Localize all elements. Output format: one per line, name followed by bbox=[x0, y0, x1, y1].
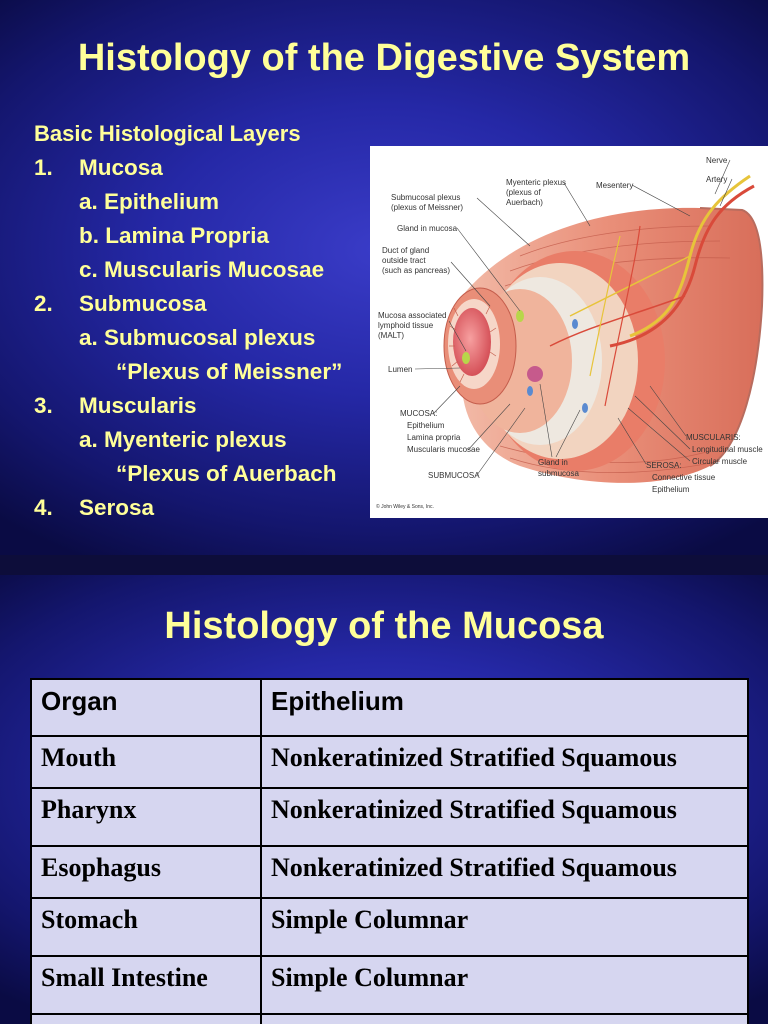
label-gland-submucosa-1: Gland in bbox=[538, 458, 568, 467]
layer-submucosa: Submucosa bbox=[79, 291, 207, 316]
label-duct-1: Duct of gland bbox=[382, 246, 429, 255]
label-duct-2: outside tract bbox=[382, 256, 426, 265]
plexus-of-meissner: “Plexus of Meissner” bbox=[116, 359, 343, 384]
label-muscularis-3: Circular muscle bbox=[692, 457, 748, 466]
label-gland-submucosa-2: submucosa bbox=[538, 469, 579, 478]
label-submucosal-1: Submucosal plexus bbox=[391, 193, 460, 202]
epithelium-cell: Nonkeratinized Stratified Squamous bbox=[260, 787, 749, 847]
epithelium-cell: Simple Columnar bbox=[260, 897, 749, 957]
epithelium-cell: Nonkeratinized Stratified Squamous bbox=[260, 845, 749, 899]
label-submucosa: SUBMUCOSA bbox=[428, 471, 480, 480]
slide-title: Histology of the Mucosa bbox=[164, 605, 604, 647]
organ-cell: Esophagus bbox=[30, 845, 262, 899]
header-epithelium: Epithelium bbox=[260, 678, 749, 737]
label-serosa-2: Connective tissue bbox=[652, 473, 716, 482]
organ-cell: Mouth bbox=[30, 735, 262, 789]
sublayer-muscularis-mucosae: c. Muscularis Mucosae bbox=[79, 257, 325, 282]
table-row: Large Intestine Simple Columnar bbox=[30, 1013, 749, 1024]
label-mucosa-3: Lamina propria bbox=[407, 433, 461, 442]
label-submucosal-2: (plexus of Meissner) bbox=[391, 203, 463, 212]
label-malt-3: (MALT) bbox=[378, 331, 404, 340]
figure-labels: Nerve Artery Mesentery Myenteric plexus … bbox=[376, 156, 763, 510]
item-number: 2. bbox=[34, 291, 53, 316]
organ-cell: Large Intestine bbox=[30, 1013, 262, 1024]
label-nerve: Nerve bbox=[706, 156, 728, 165]
label-malt-1: Mucosa associated bbox=[378, 311, 446, 320]
layer-serosa: Serosa bbox=[79, 495, 155, 520]
epithelium-cell: Simple Columnar bbox=[260, 1013, 749, 1024]
label-myenteric-3: Auerbach) bbox=[506, 198, 543, 207]
label-mucosa-4: Muscularis mucosae bbox=[407, 445, 480, 454]
layers-heading: Basic Histological Layers bbox=[34, 121, 301, 146]
label-muscularis-1: MUSCULARIS: bbox=[686, 433, 741, 442]
slide-mucosa-histology: Histology of the Mucosa Organ Epithelium… bbox=[0, 575, 768, 1024]
layer-mucosa: Mucosa bbox=[79, 155, 163, 180]
organ-cell: Pharynx bbox=[30, 787, 262, 847]
figure-copyright: © John Wiley & Sons, Inc. bbox=[376, 503, 434, 510]
item-number: 4. bbox=[34, 495, 53, 520]
plexus-of-auerbach: “Plexus of Auerbach bbox=[116, 461, 337, 486]
label-serosa-3: Epithelium bbox=[652, 485, 690, 494]
label-malt-2: lymphoid tissue bbox=[378, 321, 434, 330]
sublayer-myenteric-plexus: a. Myenteric plexus bbox=[79, 427, 287, 452]
label-artery: Artery bbox=[706, 175, 727, 184]
digestive-tract-cross-section-figure: Nerve Artery Mesentery Myenteric plexus … bbox=[370, 146, 768, 518]
table-header-row: Organ Epithelium bbox=[30, 678, 749, 737]
label-lumen: Lumen bbox=[388, 365, 412, 374]
layer-muscularis: Muscularis bbox=[79, 393, 197, 418]
label-gland-mucosa: Gland in mucosa bbox=[397, 224, 458, 233]
table-row: Esophagus Nonkeratinized Stratified Squa… bbox=[30, 845, 749, 899]
header-organ: Organ bbox=[30, 678, 262, 737]
label-mucosa-1: MUCOSA: bbox=[400, 409, 437, 418]
sublayer-epithelium: a. Epithelium bbox=[79, 189, 220, 214]
label-myenteric-1: Myenteric plexus bbox=[506, 178, 566, 187]
label-mesentery: Mesentery bbox=[596, 181, 633, 190]
organ-cell: Stomach bbox=[30, 897, 262, 957]
label-serosa-1: SEROSA: bbox=[646, 461, 682, 470]
digestive-tract-illustration: Nerve Artery Mesentery Myenteric plexus … bbox=[376, 156, 764, 510]
label-muscularis-2: Longitudinal muscle bbox=[692, 445, 763, 454]
label-mucosa-2: Epithelium bbox=[407, 421, 445, 430]
table-row: Pharynx Nonkeratinized Stratified Squamo… bbox=[30, 787, 749, 847]
table-row: Mouth Nonkeratinized Stratified Squamous bbox=[30, 735, 749, 789]
table-row: Stomach Simple Columnar bbox=[30, 897, 749, 957]
sublayer-submucosal-plexus: a. Submucosal plexus bbox=[79, 325, 316, 350]
table-row: Small Intestine Simple Columnar bbox=[30, 955, 749, 1015]
label-myenteric-2: (plexus of bbox=[506, 188, 541, 197]
epithelium-cell: Simple Columnar bbox=[260, 955, 749, 1015]
organ-cell: Small Intestine bbox=[30, 955, 262, 1015]
mucosa-epithelium-table: Organ Epithelium Mouth Nonkeratinized St… bbox=[30, 678, 749, 1024]
item-number: 1. bbox=[34, 155, 53, 180]
item-number: 3. bbox=[34, 393, 53, 418]
label-duct-3: (such as pancreas) bbox=[382, 266, 450, 275]
sublayer-lamina-propria: b. Lamina Propria bbox=[79, 223, 270, 248]
epithelium-cell: Nonkeratinized Stratified Squamous bbox=[260, 735, 749, 789]
slide-title: Histology of the Digestive System bbox=[77, 37, 691, 79]
slide-digestive-histology: Histology of the Digestive System Basic … bbox=[0, 0, 768, 555]
